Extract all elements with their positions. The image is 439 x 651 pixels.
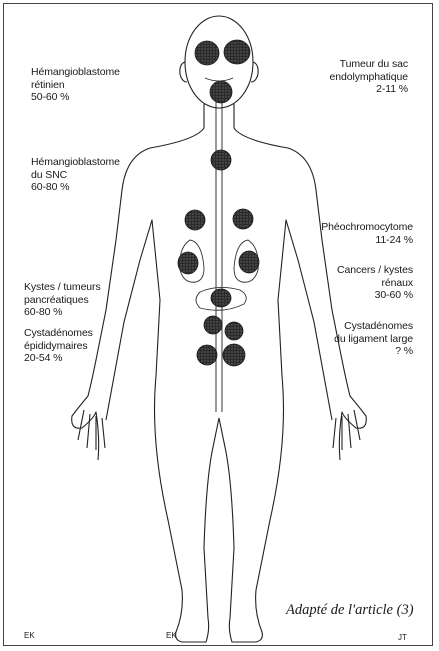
lesion-epididymis-left xyxy=(197,345,217,365)
silhouette-right xyxy=(219,104,366,642)
label-line: ? % xyxy=(334,345,413,358)
label-line: 2-11 % xyxy=(330,83,408,96)
lesion-pancreas xyxy=(211,289,231,307)
label-line: Tumeur du sac xyxy=(330,58,408,71)
label-retinal-hemangioblastoma: Hémangioblastome rétinien 50-60 % xyxy=(31,66,120,104)
label-line: Hémangioblastome xyxy=(31,66,120,79)
lesion-cns xyxy=(211,150,231,170)
label-endolymphatic-sac-tumor: Tumeur du sac endolymphatique 2-11 % xyxy=(330,58,408,96)
label-line: du SNC xyxy=(31,169,120,182)
label-pancreatic-cysts: Kystes / tumeurs pancréatiques 60-80 % xyxy=(24,281,101,319)
lesion-endolymphatic xyxy=(210,81,232,103)
label-line: 50-60 % xyxy=(31,91,120,104)
label-line: du ligament large xyxy=(334,333,413,346)
label-line: 11-24 % xyxy=(321,234,413,247)
label-epididymal-cystadenomas: Cystadénomes épididymaires 20-54 % xyxy=(24,327,93,365)
figure-caption: Adapté de l'article (3) xyxy=(286,602,414,619)
lesion-retina-right xyxy=(224,40,250,64)
label-pheochromocytoma: Phéochromocytome 11-24 % xyxy=(321,221,413,246)
label-line: Cystadénomes xyxy=(24,327,93,340)
label-line: Hémangioblastome xyxy=(31,156,120,169)
lesion-retina-left xyxy=(195,41,219,65)
lesion-adrenal-left xyxy=(185,210,205,230)
label-line: Kystes / tumeurs xyxy=(24,281,101,294)
lesion-epididymis-right xyxy=(223,344,245,366)
label-line: rénaux xyxy=(337,277,413,290)
label-line: Cystadénomes xyxy=(334,320,413,333)
label-line: rétinien xyxy=(31,79,120,92)
label-cns-hemangioblastoma: Hémangioblastome du SNC 60-80 % xyxy=(31,156,120,194)
label-line: 20-54 % xyxy=(24,352,93,365)
label-line: épididymaires xyxy=(24,340,93,353)
label-line: Phéochromocytome xyxy=(321,221,413,234)
label-line: 60-80 % xyxy=(31,181,120,194)
label-renal-cancers: Cancers / kystes rénaux 30-60 % xyxy=(337,264,413,302)
label-broad-ligament-cystadenomas: Cystadénomes du ligament large ? % xyxy=(334,320,413,358)
label-line: 30-60 % xyxy=(337,289,413,302)
lesion-broad-ligament-left xyxy=(204,316,222,334)
lesion-kidney-right xyxy=(239,251,259,273)
label-line: Cancers / kystes xyxy=(337,264,413,277)
lesion-adrenal-right xyxy=(233,209,253,229)
artist-initials-right: JT xyxy=(398,633,407,642)
label-line: pancréatiques xyxy=(24,294,101,307)
label-line: endolymphatique xyxy=(330,71,408,84)
lesion-broad-ligament-right xyxy=(225,322,243,340)
artist-initials-center: EK xyxy=(166,631,177,640)
lesion-kidney-left xyxy=(178,252,198,274)
artist-initials-left: EK xyxy=(24,631,35,640)
label-line: 60-80 % xyxy=(24,306,101,319)
